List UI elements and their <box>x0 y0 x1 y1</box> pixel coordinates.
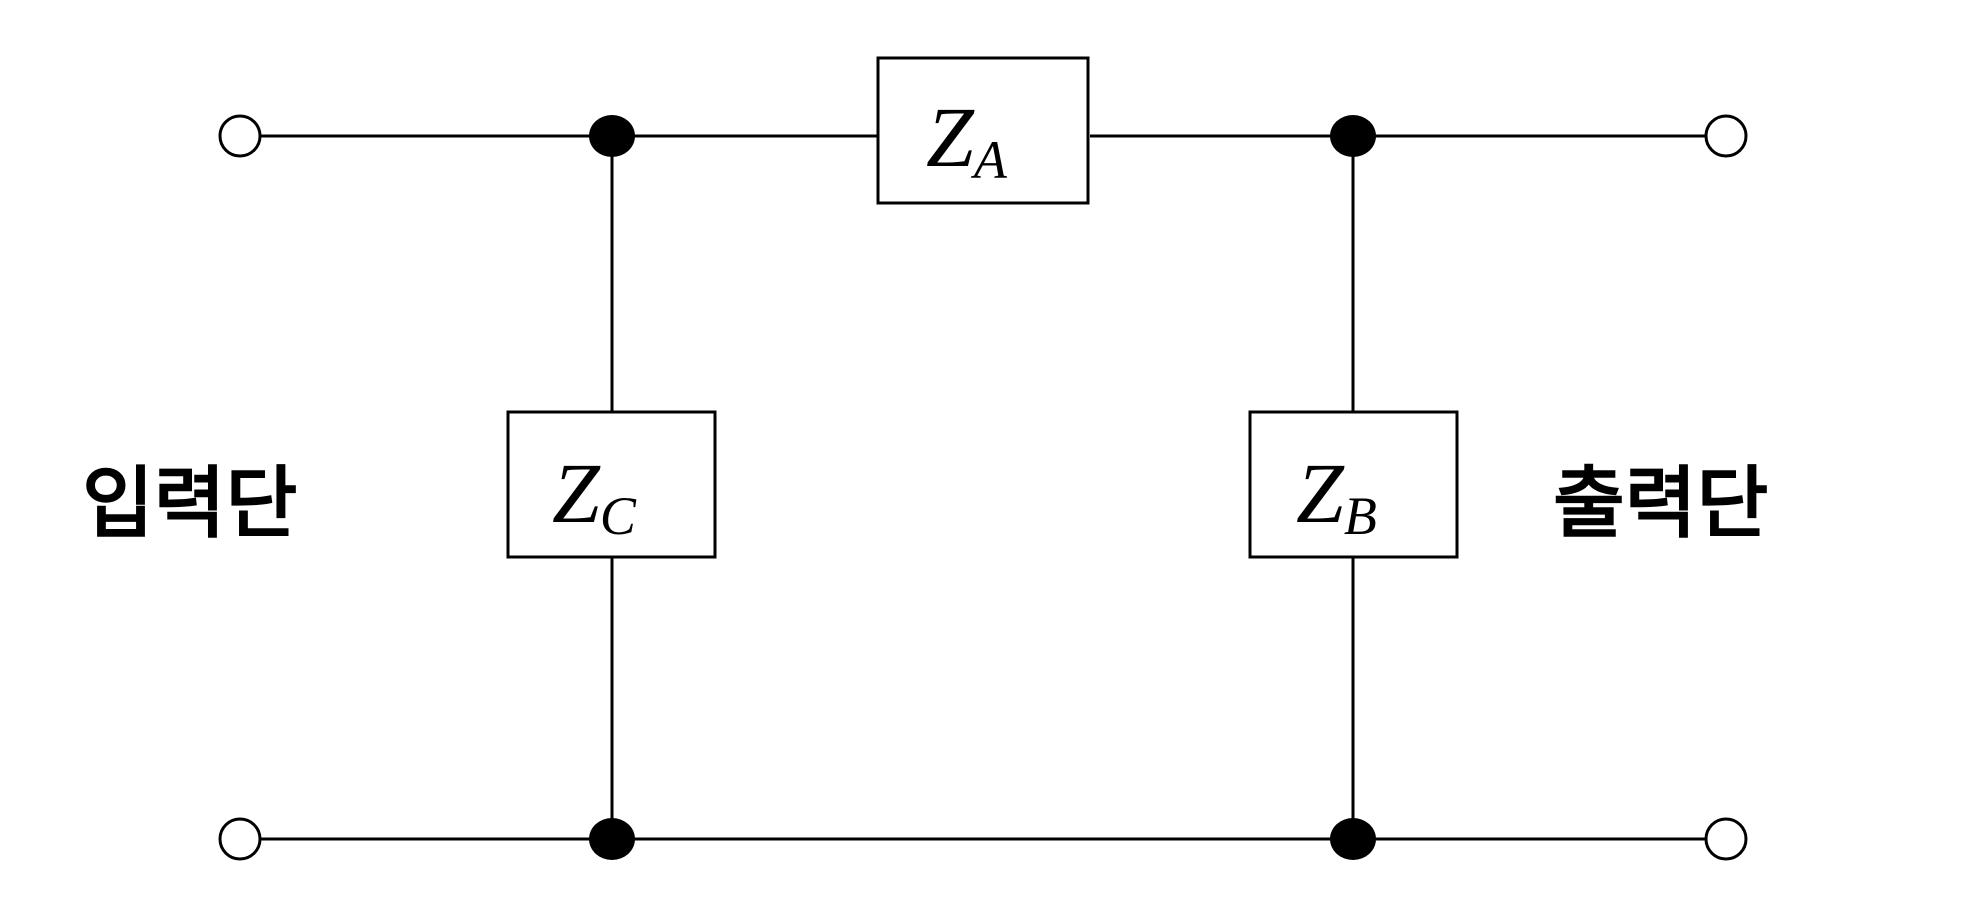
input-label: 입력단 <box>82 459 297 549</box>
junctions <box>589 115 1376 860</box>
output-terminal-bottom <box>1704 817 1748 861</box>
wires <box>259 134 1711 841</box>
input-terminal-top <box>218 114 262 158</box>
junction-bottom-left <box>589 818 635 860</box>
terminals <box>218 114 1748 861</box>
junction-top-right <box>1330 115 1376 157</box>
zc-box <box>506 410 717 559</box>
impedance-boxes <box>506 56 1459 559</box>
junction-bottom-right <box>1330 818 1376 860</box>
output-terminal-top <box>1704 114 1748 158</box>
za-label: ZA <box>926 89 1008 190</box>
output-label: 출력단 <box>1553 459 1768 549</box>
zb-box <box>1248 410 1459 559</box>
zc-label: ZC <box>552 445 637 546</box>
za-box <box>876 56 1090 205</box>
junction-top-left <box>589 115 635 157</box>
input-terminal-bottom <box>218 817 262 861</box>
zb-label: ZB <box>1296 445 1377 546</box>
